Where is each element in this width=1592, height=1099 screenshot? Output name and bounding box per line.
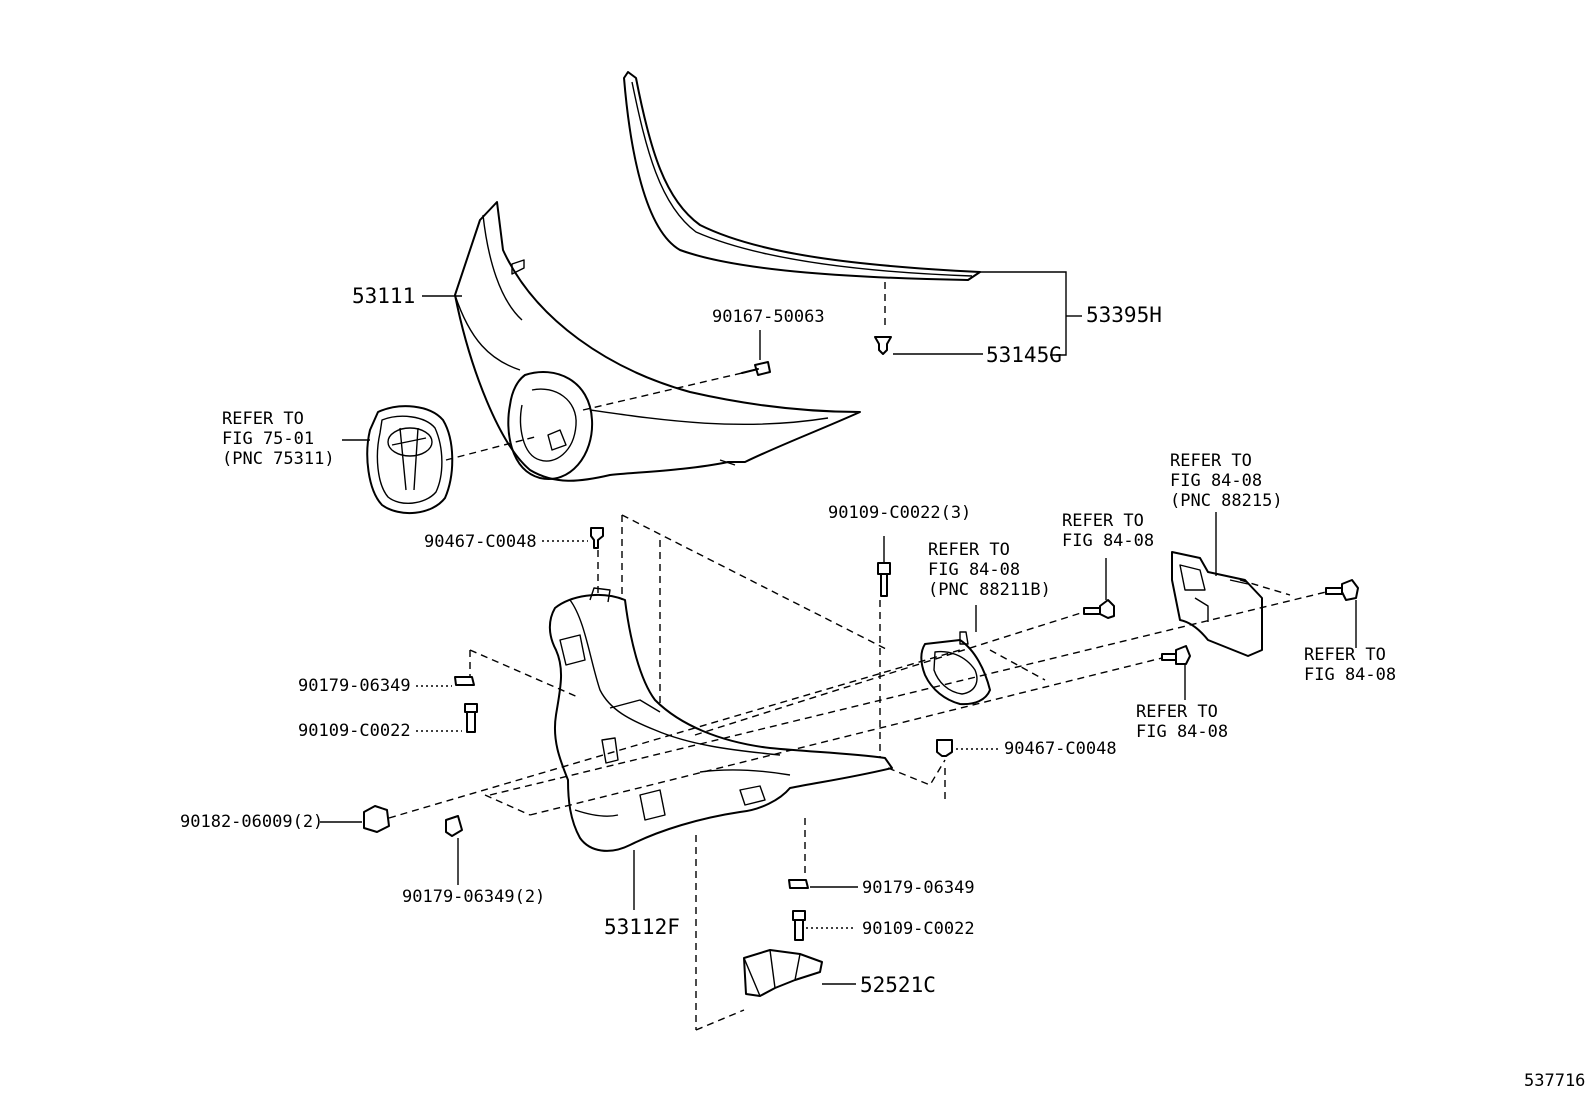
- diagram-id: 537716: [1524, 1071, 1585, 1091]
- moulding-strip-53395h[interactable]: [623, 71, 981, 281]
- bolt-90109-c0022-top[interactable]: [877, 562, 891, 597]
- label-90179-06349-2: 90179-06349(2): [402, 887, 545, 907]
- label-sensor2-refer: REFER TO: [1062, 511, 1144, 531]
- bolt-sensor-5[interactable]: [1325, 579, 1359, 601]
- label-sensor3-refer: REFER TO: [1170, 451, 1252, 471]
- label-53111: 53111: [352, 284, 415, 308]
- bolt-sensor-4[interactable]: [1161, 645, 1191, 665]
- label-90109-c0022-bottom: 90109-C0022: [862, 919, 975, 939]
- clip-53145g[interactable]: [874, 336, 892, 355]
- label-90109-c0022-3: 90109-C0022(3): [828, 503, 971, 523]
- label-53395h: 53395H: [1086, 303, 1162, 327]
- sensor-bracket-88215[interactable]: [1171, 551, 1263, 657]
- grille-panel-53111[interactable]: [454, 201, 861, 482]
- label-sensor3-fig: FIG 84-08: [1170, 471, 1262, 491]
- label-sensor3-pnc: (PNC 88215): [1170, 491, 1283, 511]
- bolt-90109-c0022-bottom[interactable]: [792, 910, 806, 941]
- label-emblem-pnc: (PNC 75311): [222, 449, 335, 469]
- label-90109-c0022-left: 90109-C0022: [298, 721, 411, 741]
- label-90179-06349-left: 90179-06349: [298, 676, 411, 696]
- bracket-52521c[interactable]: [743, 949, 823, 997]
- nut-90179-06349-2[interactable]: [445, 815, 463, 837]
- bolt-sensor-2[interactable]: [1083, 599, 1115, 619]
- label-sensor2-fig: FIG 84-08: [1062, 531, 1154, 551]
- label-90179-06349-bottom: 90179-06349: [862, 878, 975, 898]
- label-sensor5-refer: REFER TO: [1304, 645, 1386, 665]
- label-90467-c0048-top: 90467-C0048: [424, 532, 537, 552]
- label-53112f: 53112F: [604, 915, 680, 939]
- label-emblem-fig: FIG 75-01: [222, 429, 314, 449]
- label-52521c: 52521C: [860, 973, 936, 997]
- bolt-90467-c0048-right[interactable]: [936, 739, 953, 757]
- label-90182-06009: 90182-06009(2): [180, 812, 323, 832]
- nut-90179-06349-left[interactable]: [454, 676, 475, 686]
- label-emblem-refer: REFER TO: [222, 409, 304, 429]
- bracket-53112f[interactable]: [548, 587, 893, 852]
- label-sensor1-pnc: (PNC 88211B): [928, 580, 1051, 600]
- label-sensor5-fig: FIG 84-08: [1304, 665, 1396, 685]
- label-sensor4-fig: FIG 84-08: [1136, 722, 1228, 742]
- label-sensor1-refer: REFER TO: [928, 540, 1010, 560]
- label-53145g: 53145G: [986, 343, 1062, 367]
- sensor-bracket-88211b[interactable]: [920, 631, 991, 706]
- grommet-90182-06009[interactable]: [363, 805, 390, 833]
- nut-90179-06349-bottom[interactable]: [788, 879, 809, 889]
- emblem-icon[interactable]: [366, 405, 454, 515]
- bolt-90467-c0048-top[interactable]: [590, 527, 604, 549]
- label-90167-50063: 90167-50063: [712, 307, 825, 327]
- label-sensor1-fig: FIG 84-08: [928, 560, 1020, 580]
- screw-90167-50063[interactable]: [741, 344, 771, 376]
- label-sensor4-refer: REFER TO: [1136, 702, 1218, 722]
- label-90467-c0048-right: 90467-C0048: [1004, 739, 1117, 759]
- bolt-90109-c0022-left[interactable]: [464, 703, 478, 733]
